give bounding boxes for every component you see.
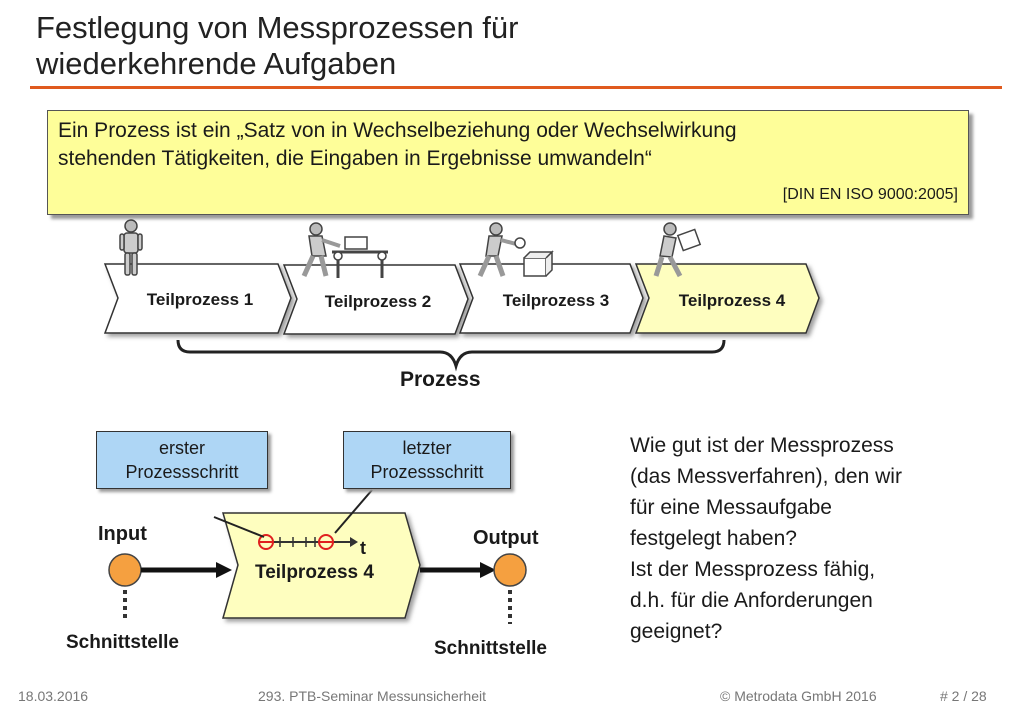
definition-box: [47, 110, 969, 215]
input-interface-label: Schnittstelle: [66, 632, 179, 653]
person-carrying-box-icon: [653, 222, 702, 278]
input-node-icon: [108, 553, 142, 587]
last-callout-pointer: [334, 489, 373, 534]
definition-line-1: Ein Prozess ist ein „Satz von in Wechsel…: [58, 119, 737, 142]
process-step-2: [282, 264, 469, 335]
person-inspecting-box-icon: [477, 222, 554, 278]
question-line-1: Wie gut ist der Messprozess: [630, 434, 894, 457]
process-brace: [176, 339, 726, 372]
last-step-marker: [318, 534, 334, 550]
person-at-machine-icon: [301, 222, 388, 278]
question-line-2: (das Messverfahren), den wir: [630, 465, 902, 488]
title-line-2: wiederkehrende Aufgaben: [36, 46, 397, 81]
footer-copyright: © Metrodata GmbH 2016: [720, 688, 877, 704]
first-step-callout-line-2: Prozessschritt: [125, 462, 239, 482]
title-divider: [30, 86, 1002, 89]
process-step-1-label: Teilprozess 1: [146, 290, 254, 309]
person-standing-icon: [119, 219, 143, 276]
process-step-1: [103, 263, 292, 334]
timeline-arrowhead: [350, 537, 358, 547]
output-interface-label: Schnittstelle: [434, 638, 547, 659]
first-step-marker: [258, 534, 274, 550]
input-label: Input: [98, 523, 147, 545]
detail-process-label: Teilprozess 4: [255, 562, 374, 583]
first-step-callout-line-1: erster: [158, 438, 205, 458]
timeline-ticks: [279, 537, 316, 547]
footer-date: 18.03.2016: [18, 688, 89, 704]
question-line-7: geeignet?: [630, 620, 723, 643]
definition-text: Ein Prozess ist ein „Satz von in Wechsel…: [58, 117, 938, 173]
process-step-2-label: Teilprozess 2: [324, 292, 432, 311]
footer-event: 293. PTB-Seminar Messunsicherheit: [258, 688, 486, 704]
first-callout-pointer: [213, 516, 265, 538]
process-label: Prozess: [400, 368, 481, 391]
question-text: Wie gut ist der Messprozess (das Messver…: [630, 430, 990, 647]
page-title: Festlegung von Messprozessen für wiederk…: [36, 10, 518, 82]
question-line-5: Ist der Messprozess fähig,: [630, 558, 876, 581]
footer-page-number: # 2 / 28: [940, 688, 987, 704]
question-line-3: für eine Messaufgabe: [630, 496, 832, 519]
last-step-callout-line-2: Prozessschritt: [370, 462, 484, 482]
output-node-icon: [493, 553, 527, 587]
definition-line-2: stehenden Tätigkeiten, die Eingaben in E…: [58, 147, 652, 170]
question-line-4: festgelegt haben?: [630, 527, 797, 550]
output-label: Output: [473, 527, 539, 549]
process-step-4: [634, 263, 820, 334]
last-step-callout: letzter Prozessschritt: [343, 431, 511, 489]
title-line-1: Festlegung von Messprozessen für: [36, 10, 519, 45]
process-step-3: [458, 263, 644, 334]
definition-source: [DIN EN ISO 9000:2005]: [782, 186, 958, 203]
question-line-6: d.h. für die Anforderungen: [630, 589, 873, 612]
process-step-3-label: Teilprozess 3: [502, 291, 610, 310]
process-step-4-label: Teilprozess 4: [678, 291, 786, 310]
last-step-callout-line-1: letzter: [402, 438, 452, 458]
time-axis-label: t: [360, 538, 366, 558]
first-step-callout: erster Prozessschritt: [96, 431, 268, 489]
